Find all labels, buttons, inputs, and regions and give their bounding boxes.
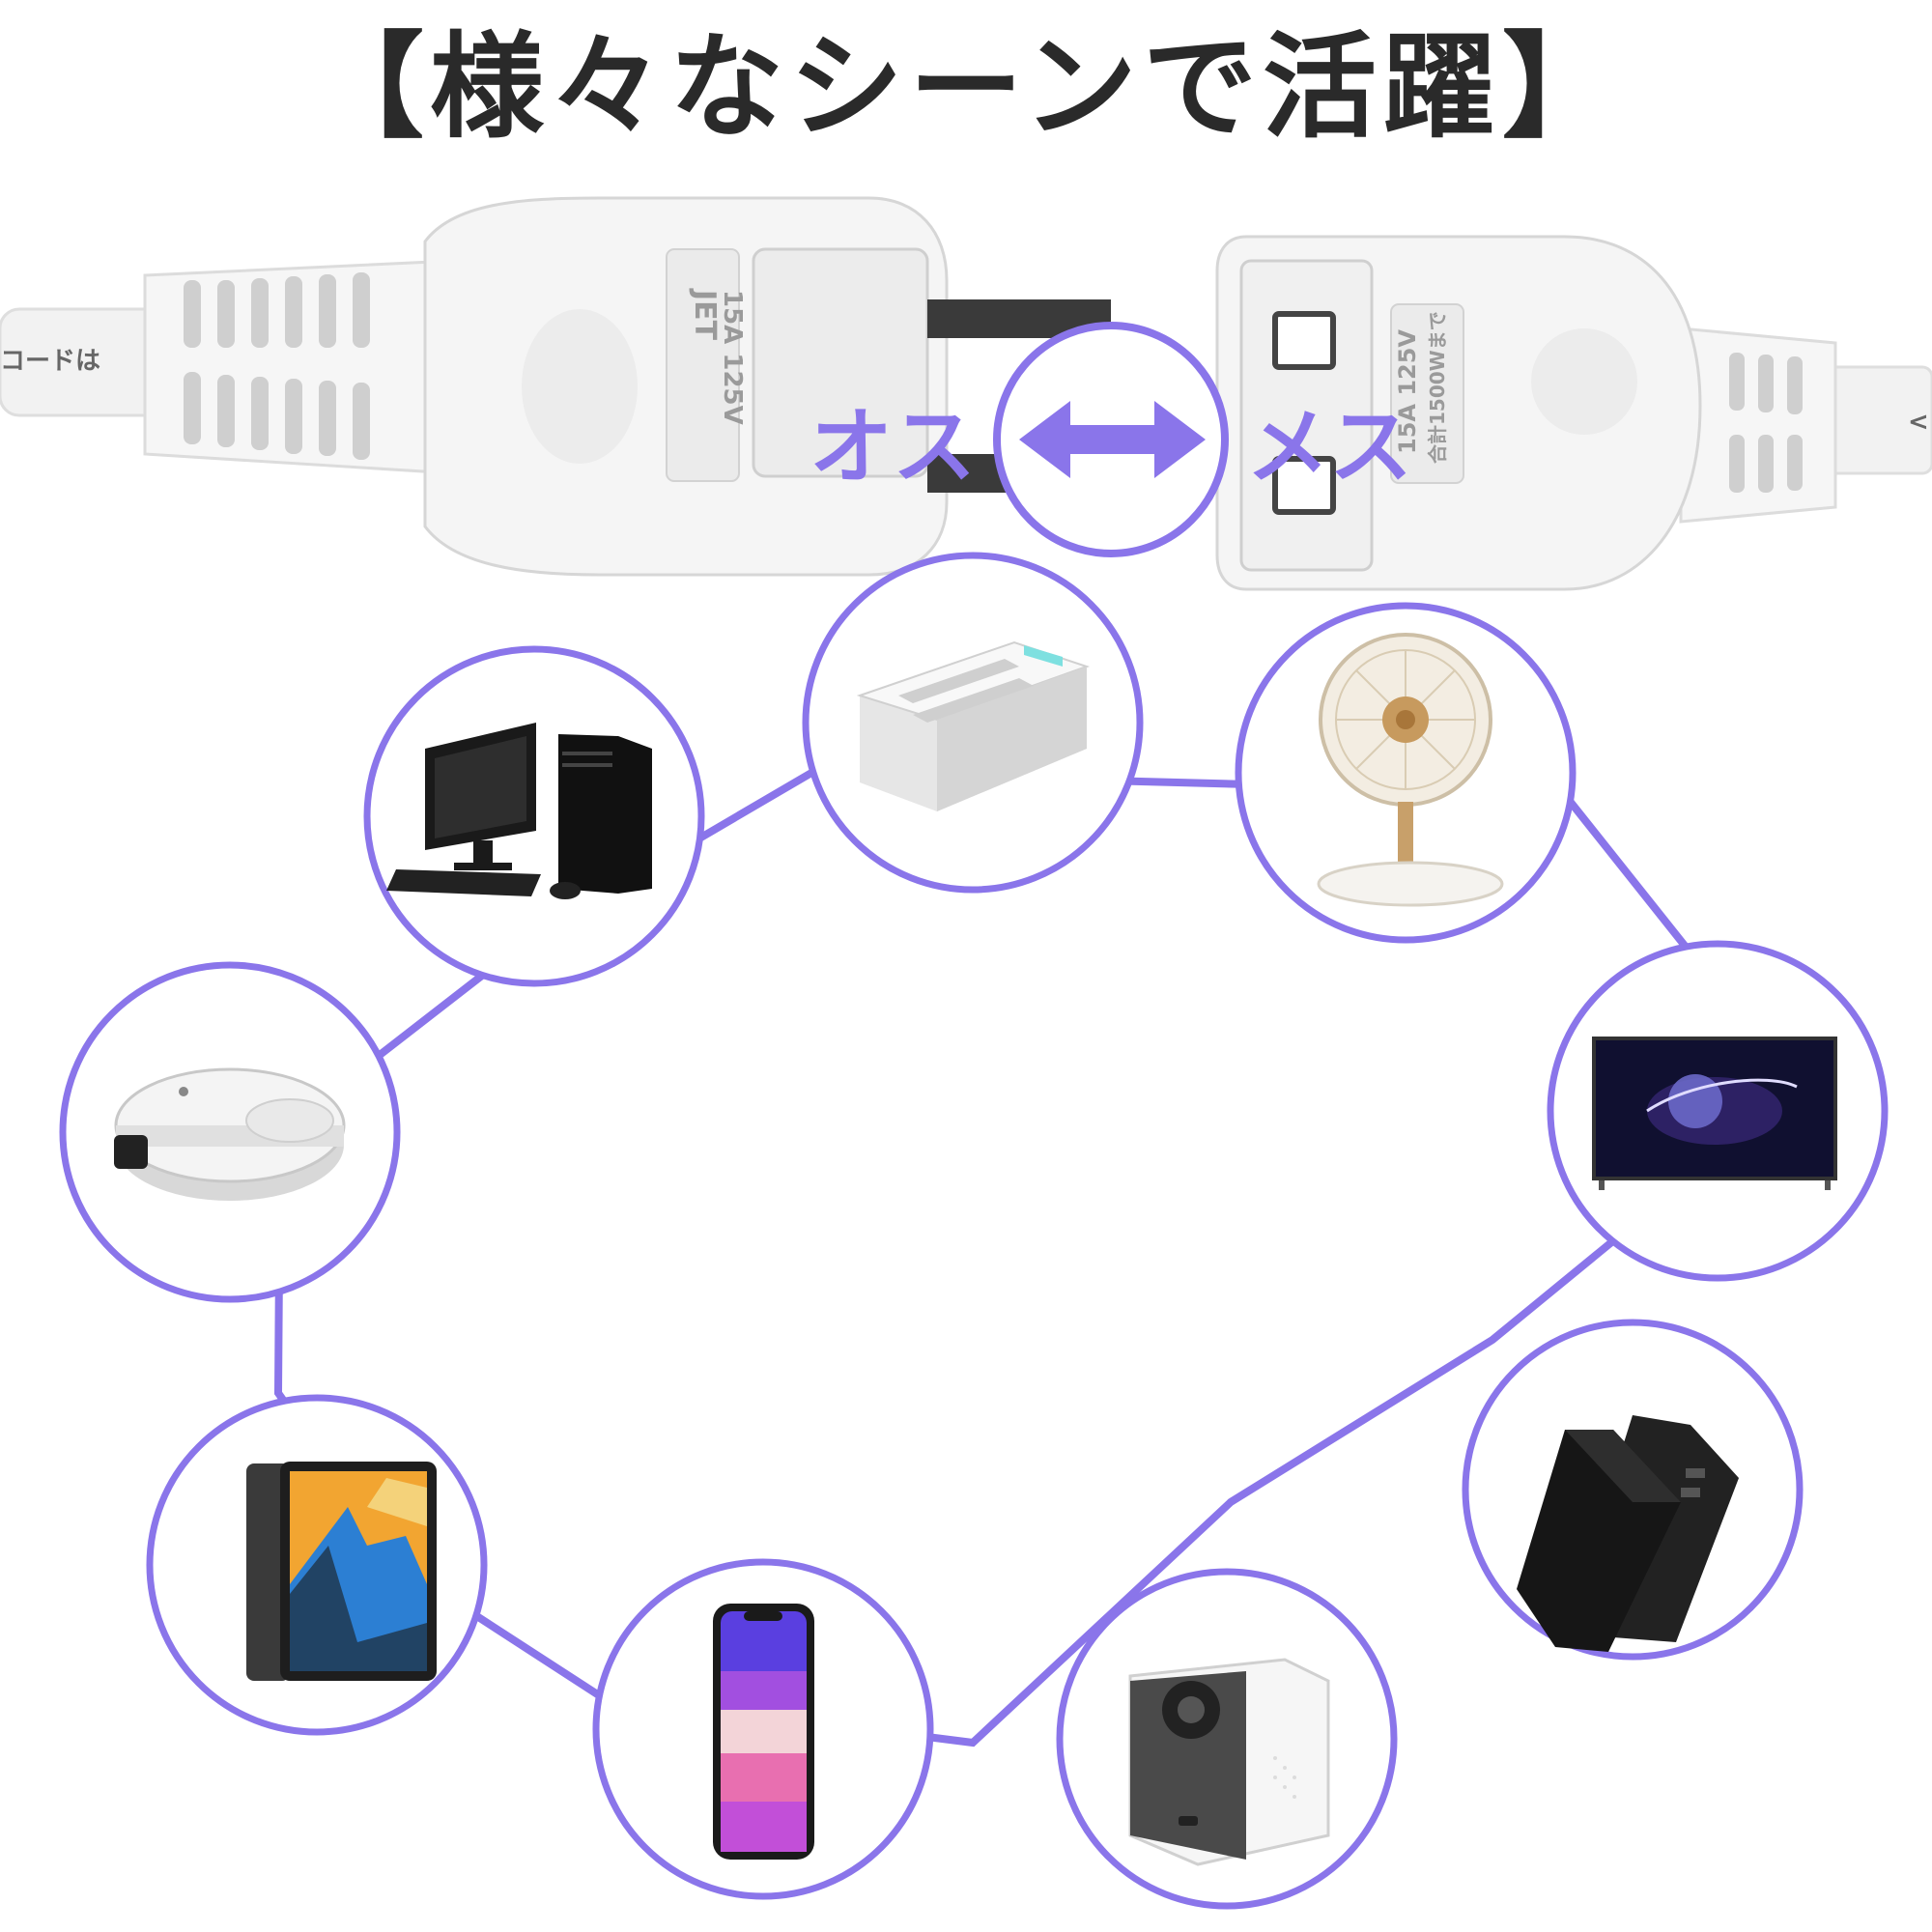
socket-strain-relief bbox=[1679, 327, 1837, 524]
projector-icon bbox=[1128, 1658, 1330, 1866]
socket-marking-bottom: 合計1500Wまで bbox=[1426, 311, 1449, 464]
smartphone-icon bbox=[713, 1604, 814, 1860]
socket-marking-top: 15A 125V bbox=[1394, 329, 1421, 454]
television-icon bbox=[1592, 1037, 1837, 1190]
male-plug: コードは JET 15A 125V bbox=[0, 196, 1111, 577]
tablet-icon bbox=[246, 1462, 437, 1681]
cord-right-text: < bbox=[1908, 408, 1929, 437]
socket-grip-slots bbox=[1729, 353, 1803, 493]
socket-marking-plate bbox=[1390, 303, 1464, 484]
device-tablet bbox=[146, 1394, 488, 1736]
socket-grip-dimple bbox=[1531, 328, 1637, 435]
power-bank-icon bbox=[1517, 1415, 1739, 1652]
device-hdd-dock bbox=[802, 552, 1144, 894]
double-arrow-icon bbox=[1019, 401, 1206, 478]
page-title: 【様々なシーンで活躍】 bbox=[309, 20, 1623, 154]
device-power-bank bbox=[1462, 1319, 1804, 1661]
plug-marking-bottom: 15A 125V bbox=[718, 290, 747, 425]
device-desktop-pc bbox=[363, 645, 705, 987]
grip-slots bbox=[184, 272, 370, 460]
plug-face bbox=[752, 247, 929, 478]
robot-vacuum-icon bbox=[114, 1067, 346, 1201]
cord-left-text: コードは bbox=[0, 347, 100, 376]
desk-fan-icon bbox=[1317, 633, 1504, 907]
device-smartphone bbox=[592, 1558, 934, 1900]
device-projector bbox=[1056, 1568, 1398, 1910]
device-television bbox=[1547, 940, 1889, 1282]
plug-marking-top: JET bbox=[688, 288, 722, 341]
device-desk-fan bbox=[1235, 602, 1577, 944]
hdd-dock-icon bbox=[856, 640, 1091, 811]
male-label: オス bbox=[810, 399, 976, 496]
socket-hole-bottom bbox=[1272, 456, 1336, 515]
female-label: メス bbox=[1246, 399, 1412, 496]
socket-hole-top bbox=[1272, 311, 1336, 370]
desktop-pc-icon bbox=[386, 723, 652, 899]
plug-marking-plate bbox=[666, 248, 740, 482]
plug-grip-dimple bbox=[522, 309, 638, 464]
device-robot-vacuum bbox=[59, 961, 401, 1303]
female-socket: < 15A 125V 合計1500Wまで bbox=[1215, 235, 1932, 591]
